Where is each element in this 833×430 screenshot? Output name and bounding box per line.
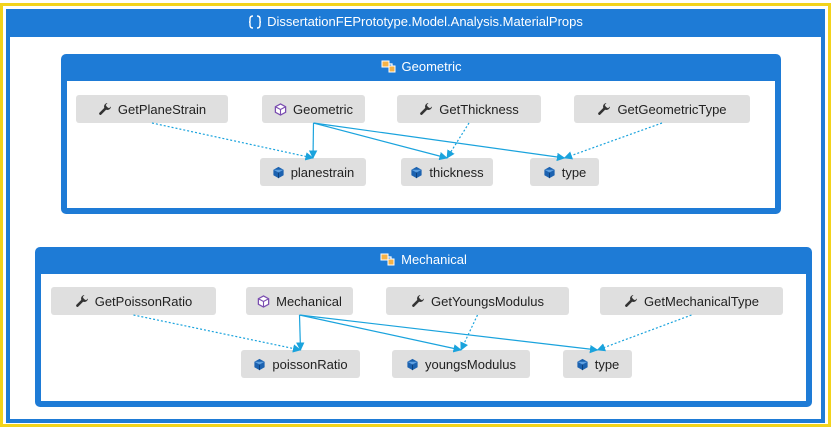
field-cube-icon xyxy=(272,166,285,179)
node-field-thickness[interactable]: thickness xyxy=(401,158,493,186)
node-label: poissonRatio xyxy=(272,356,348,372)
constructor-cube-icon xyxy=(257,294,270,308)
node-label: youngsModulus xyxy=(424,356,517,372)
method-wrench-icon xyxy=(75,294,89,308)
method-wrench-icon xyxy=(624,294,638,308)
node-label: GetGeometricType xyxy=(617,101,727,117)
group-geometric-title: Geometric xyxy=(401,59,462,74)
namespace-container: DissertationFEPrototype.Model.Analysis.M… xyxy=(6,9,825,423)
edge-g_geometric-to-g_thickness[interactable] xyxy=(313,122,448,161)
node-constructor-geometric[interactable]: Geometric xyxy=(262,95,365,123)
field-cube-icon xyxy=(576,358,589,371)
node-label: GetPoissonRatio xyxy=(94,293,193,309)
group-mechanical-header: Mechanical xyxy=(35,247,812,273)
method-wrench-icon xyxy=(98,102,112,116)
node-method-getyoungsmodulus[interactable]: GetYoungsModulus xyxy=(386,287,569,315)
node-label: type xyxy=(594,356,620,372)
method-wrench-icon xyxy=(411,294,425,308)
edge-m_mechanical-to-m_poissonratio[interactable] xyxy=(296,314,305,351)
node-label: type xyxy=(561,164,587,180)
diagram-window-frame: DissertationFEPrototype.Model.Analysis.M… xyxy=(0,3,831,427)
namespace-title: DissertationFEPrototype.Model.Analysis.M… xyxy=(267,14,583,29)
edge-m_getmechanicaltype-to-m_type[interactable] xyxy=(596,314,692,352)
class-diagram-icon xyxy=(381,57,397,83)
field-cube-icon xyxy=(410,166,423,179)
group-geometric-header: Geometric xyxy=(61,54,781,80)
field-cube-icon xyxy=(406,358,419,371)
node-method-getplanestrain[interactable]: GetPlaneStrain xyxy=(76,95,228,123)
method-wrench-icon xyxy=(597,102,611,116)
node-field-type[interactable]: type xyxy=(563,350,632,378)
node-field-planestrain[interactable]: planestrain xyxy=(260,158,366,186)
method-wrench-icon xyxy=(419,102,433,116)
edge-g_geometric-to-g_planestrain[interactable] xyxy=(308,122,318,159)
namespace-braces-icon xyxy=(248,15,262,32)
node-method-getgeometrictype[interactable]: GetGeometricType xyxy=(574,95,750,123)
node-label: GetThickness xyxy=(439,101,519,117)
node-label: planestrain xyxy=(290,164,355,180)
node-method-getmechanicaltype[interactable]: GetMechanicalType xyxy=(600,287,783,315)
class-diagram-icon xyxy=(380,250,396,276)
edge-g_geometric-to-g_type[interactable] xyxy=(313,122,566,162)
node-method-getthickness[interactable]: GetThickness xyxy=(397,95,541,123)
edge-m_getyoungsmodulus-to-m_youngsmodulus[interactable] xyxy=(460,314,479,351)
constructor-cube-icon xyxy=(274,102,287,116)
node-method-getpoissonratio[interactable]: GetPoissonRatio xyxy=(51,287,216,315)
edge-m_getpoissonratio-to-m_poissonratio[interactable] xyxy=(133,314,302,353)
node-label: GetMechanicalType xyxy=(644,293,759,309)
node-label: GetPlaneStrain xyxy=(117,101,207,117)
namespace-title-row: DissertationFEPrototype.Model.Analysis.M… xyxy=(10,14,821,32)
namespace-header[interactable]: DissertationFEPrototype.Model.Analysis.M… xyxy=(10,9,821,37)
field-cube-icon xyxy=(253,358,266,371)
edge-g_getthickness-to-g_thickness[interactable] xyxy=(446,122,470,159)
edge-g_getplanestrain-to-g_planestrain[interactable] xyxy=(151,122,314,161)
node-label: GetYoungsModulus xyxy=(431,293,544,309)
edge-m_mechanical-to-m_youngsmodulus[interactable] xyxy=(299,314,462,353)
node-field-type[interactable]: type xyxy=(530,158,599,186)
edge-g_getgeometrictype-to-g_type[interactable] xyxy=(563,122,663,160)
edge-m_mechanical-to-m_type[interactable] xyxy=(299,314,599,354)
node-label: Mechanical xyxy=(276,293,342,309)
group-mechanical-title: Mechanical xyxy=(401,252,467,267)
node-field-youngsmodulus[interactable]: youngsModulus xyxy=(392,350,530,378)
node-constructor-mechanical[interactable]: Mechanical xyxy=(246,287,353,315)
node-label: Geometric xyxy=(293,101,353,117)
node-label: thickness xyxy=(429,164,484,180)
field-cube-icon xyxy=(543,166,556,179)
node-field-poissonratio[interactable]: poissonRatio xyxy=(241,350,360,378)
